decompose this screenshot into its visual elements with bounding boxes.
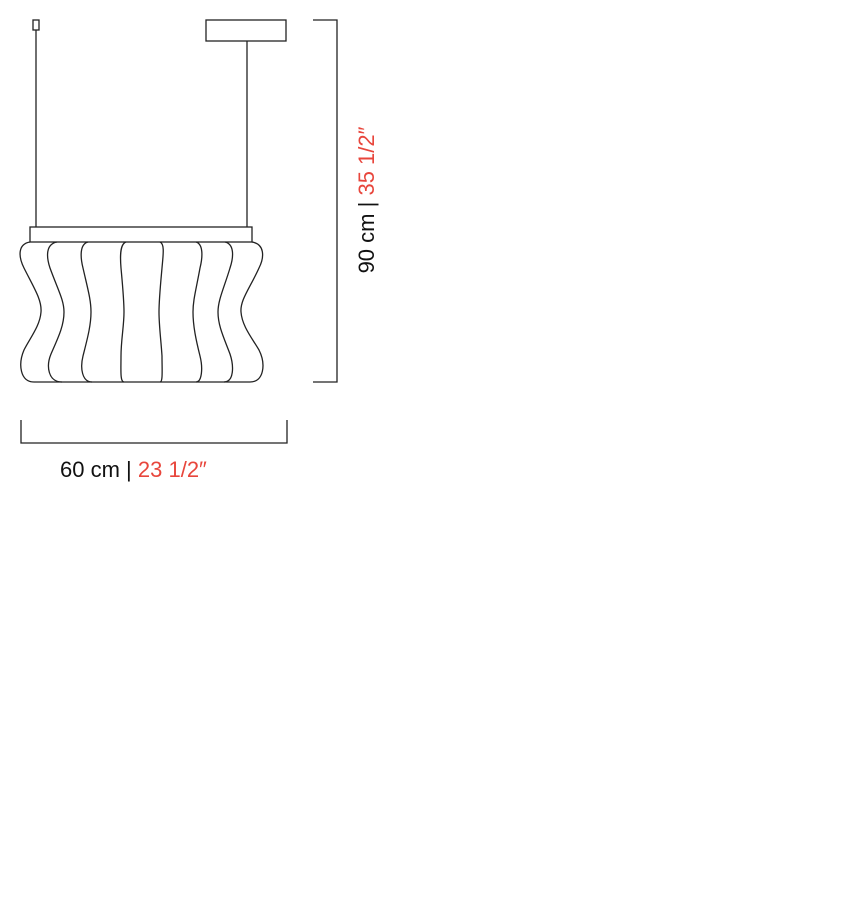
shade-rib (46, 241, 65, 383)
shade (19, 241, 264, 383)
width-dimension-line (20, 420, 288, 444)
height-separator: | (354, 201, 379, 208)
width-metric: 60 cm (60, 457, 120, 482)
wire-clip (32, 19, 40, 31)
top-band (29, 226, 253, 243)
shade-outline (19, 241, 264, 383)
height-label: 90 cm | 35 1/2″ (354, 127, 380, 274)
width-imperial: 23 1/2″ (137, 457, 207, 482)
shade-rib (192, 241, 203, 383)
width-label: 60 cm | 23 1/2″ (60, 457, 207, 483)
height-dimension-line (313, 19, 338, 383)
shade-rib (119, 241, 127, 383)
shade-rib (158, 241, 164, 383)
shade-rib (217, 241, 234, 383)
height-imperial: 35 1/2″ (354, 126, 379, 196)
height-metric: 90 cm (354, 213, 379, 274)
ceiling-canopy (205, 19, 287, 42)
width-separator: | (126, 457, 132, 482)
shade-rib (80, 241, 93, 383)
